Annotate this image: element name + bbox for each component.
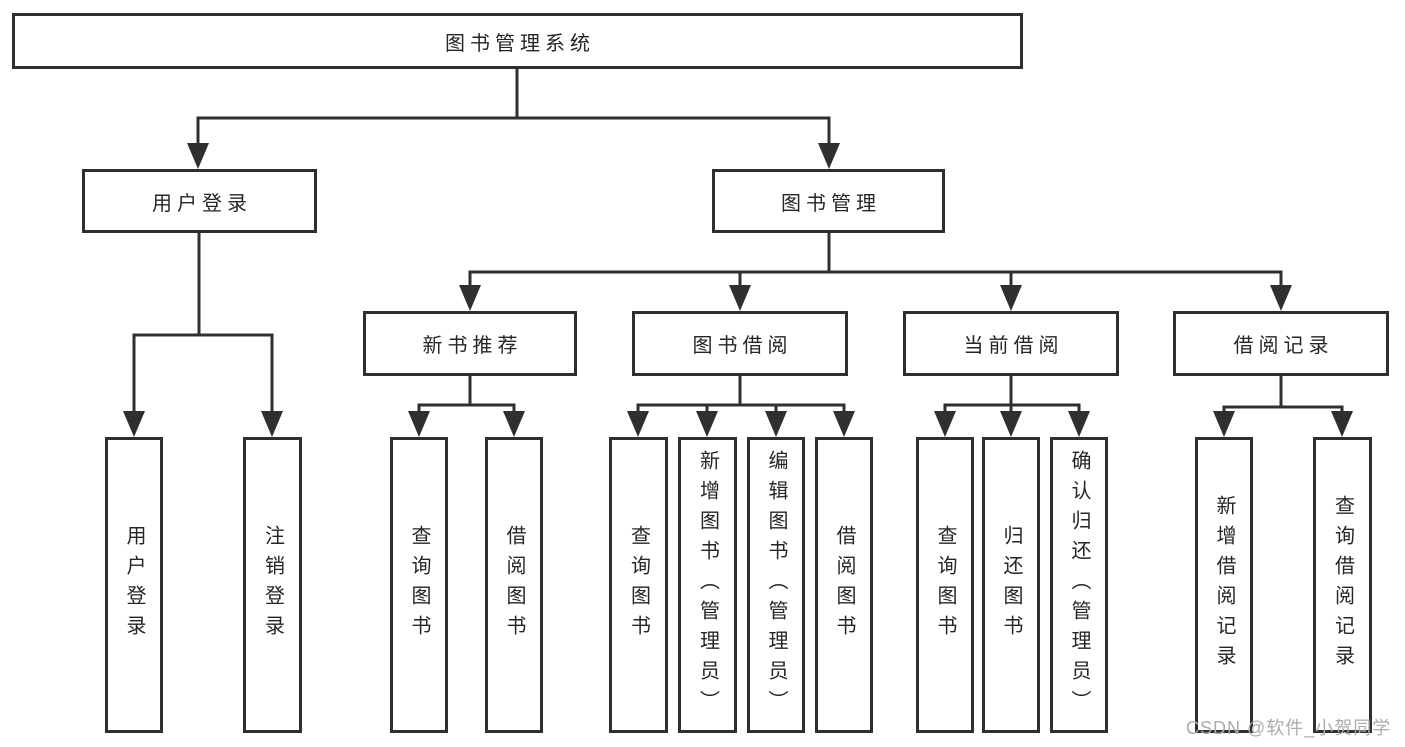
leaf-label: 用户登录 (123, 525, 145, 645)
leaf-label: 查询图书 (934, 525, 956, 645)
arrowhead (459, 285, 481, 311)
node-query-borrow-record: 查询借阅记录 (1313, 437, 1372, 733)
arrowhead (1000, 285, 1022, 311)
connector-root-to-level2 (196, 69, 831, 155)
node-borrow-books-borrowing: 借阅图书 (815, 437, 873, 733)
arrowhead (408, 411, 430, 437)
leaf-label: 新增借阅记录 (1213, 495, 1235, 675)
arrowhead (1213, 411, 1235, 437)
node-confirm-return-admin: 确认归还（管理员） (1050, 437, 1108, 733)
node-book-management: 图书管理 (712, 169, 945, 233)
arrowhead (934, 411, 956, 437)
leaf-label: 查询图书 (408, 525, 430, 645)
leaf-label: 借阅图书 (833, 525, 855, 645)
node-query-books-recommendation: 查询图书 (390, 437, 448, 733)
node-library-management-system: 图书管理系统 (12, 13, 1023, 69)
connector-user-login-children (132, 232, 274, 425)
node-add-books-admin: 新增图书（管理员） (678, 437, 737, 733)
node-current-borrowing: 当前借阅 (903, 311, 1119, 376)
arrowhead (123, 411, 145, 437)
arrowhead (187, 143, 209, 169)
node-query-books-current: 查询图书 (916, 437, 974, 733)
arrowhead (818, 143, 840, 169)
node-logout-leaf: 注销登录 (243, 437, 302, 733)
node-return-books: 归还图书 (982, 437, 1040, 733)
arrowhead (729, 285, 751, 311)
node-edit-books-admin: 编辑图书（管理员） (747, 437, 805, 733)
arrowhead (765, 411, 787, 437)
leaf-label: 编辑图书（管理员） (765, 450, 787, 720)
connector-new-book-children (417, 376, 516, 425)
arrowhead (696, 411, 718, 437)
connector-book-borrowing-children (636, 376, 846, 425)
node-add-borrow-record: 新增借阅记录 (1195, 437, 1253, 733)
connector-book-management-children (468, 233, 1283, 300)
arrowhead (261, 411, 283, 437)
node-new-book-recommendation: 新书推荐 (363, 311, 577, 376)
node-borrowing-records: 借阅记录 (1173, 311, 1389, 376)
node-borrow-books-recommendation: 借阅图书 (485, 437, 543, 733)
leaf-label: 查询图书 (627, 525, 650, 645)
arrowhead (833, 411, 855, 437)
arrowhead (1270, 285, 1292, 311)
leaf-label: 新增图书（管理员） (696, 450, 719, 720)
leaf-label: 归还图书 (1000, 525, 1022, 645)
node-user-login: 用户登录 (82, 169, 317, 233)
node-query-books-borrowing: 查询图书 (609, 437, 668, 733)
connector-borrowing-records-children (1222, 376, 1344, 425)
arrowhead (627, 411, 649, 437)
arrowhead (503, 411, 525, 437)
node-user-login-leaf: 用户登录 (105, 437, 163, 733)
arrowhead (1331, 411, 1353, 437)
leaf-label: 注销登录 (261, 525, 284, 645)
node-book-borrowing: 图书借阅 (632, 311, 848, 376)
leaf-label: 借阅图书 (503, 525, 525, 645)
connector-current-borrowing-children (943, 376, 1081, 425)
arrowhead (1000, 411, 1022, 437)
watermark: CSDN @软件_小贺同学 (1186, 718, 1392, 738)
arrowhead (1068, 411, 1090, 437)
leaf-label: 确认归还（管理员） (1068, 450, 1090, 720)
leaf-label: 查询借阅记录 (1331, 495, 1354, 675)
